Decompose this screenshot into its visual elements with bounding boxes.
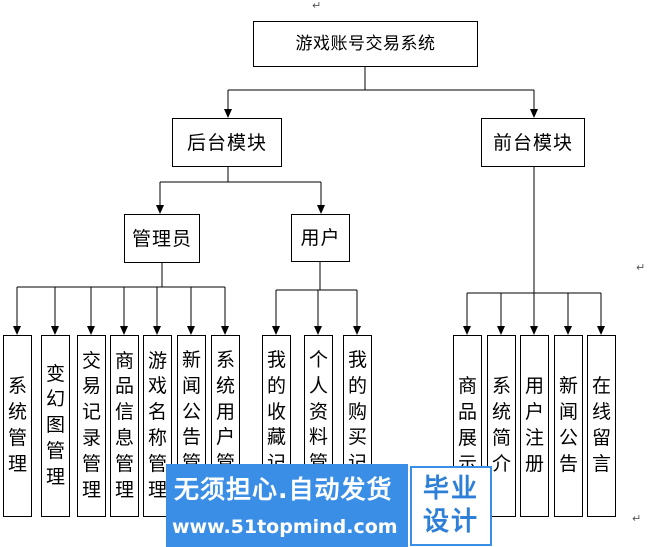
frontend-module-label: 前台模块 (492, 131, 573, 154)
admin-label: 管理员 (131, 227, 192, 250)
arrowhead-icon (530, 109, 538, 118)
paragraph-mark-icon: ↵ (636, 261, 646, 274)
backend-module-node: 后台模块 (172, 118, 282, 167)
arrowhead-icon (187, 326, 195, 335)
admin-node: 管理员 (124, 214, 200, 263)
frontend-module-node: 前台模块 (481, 118, 585, 167)
arrowhead-icon (13, 326, 21, 335)
watermark-badge: 毕业 设计 (410, 466, 492, 546)
arrowhead-icon (497, 326, 505, 335)
leaf-system-management: 系统管理 (3, 335, 32, 517)
leaf-label: 变幻图管理 (45, 362, 65, 488)
paragraph-mark-icon: ↵ (632, 512, 642, 525)
leaf-transaction-records: 交易记录管理 (77, 335, 106, 517)
leaf-user-registration: 用户注册 (520, 335, 549, 517)
leaf-label: 我的收藏记 (266, 349, 286, 474)
leaf-label: 新闻公告管 (181, 349, 201, 474)
leaf-label: 游戏名称管理 (147, 349, 167, 501)
leaf-label: 系统简介 (491, 375, 511, 475)
leaf-online-message: 在线留言 (587, 335, 616, 517)
leaf-label: 商品信息管理 (114, 349, 134, 501)
leaf-label: 交易记录管理 (81, 349, 101, 501)
root-label: 游戏账号交易系统 (295, 34, 436, 54)
leaf-product-info: 商品信息管理 (110, 335, 139, 517)
leaf-label: 在线留言 (591, 375, 611, 475)
arrowhead-icon (564, 326, 572, 335)
watermark-url: www.51topmind.com (172, 516, 398, 538)
arrowhead-icon (272, 326, 280, 335)
leaf-label: 新闻公告 (558, 375, 578, 475)
arrowhead-icon (463, 326, 471, 335)
user-label: 用户 (300, 227, 341, 249)
arrowhead-icon (530, 326, 538, 335)
watermark-slogan: 无须担心.自动发货 (174, 475, 393, 504)
backend-module-label: 后台模块 (186, 131, 267, 154)
arrowhead-icon (353, 326, 361, 335)
root-node: 游戏账号交易系统 (253, 21, 478, 67)
paragraph-mark-icon: ↵ (312, 0, 322, 12)
arrowhead-icon (224, 109, 232, 118)
user-node: 用户 (291, 214, 350, 262)
leaf-front-news: 新闻公告 (554, 335, 583, 517)
arrowhead-icon (221, 326, 229, 335)
leaf-label: 我的购买记 (347, 349, 367, 474)
leaf-label: 系统管理 (7, 375, 27, 475)
watermark-badge-line: 设计 (422, 507, 479, 537)
arrowhead-icon (156, 205, 164, 214)
arrowhead-icon (153, 326, 161, 335)
leaf-label: 商品展示 (457, 375, 477, 475)
arrowhead-icon (51, 326, 59, 335)
arrowhead-icon (317, 205, 325, 214)
watermark-badge-line: 毕业 (422, 474, 479, 504)
leaf-label: 用户注册 (524, 375, 544, 475)
arrowhead-icon (120, 326, 128, 335)
watermark-banner: 无须担心.自动发货 www.51topmind.com (166, 464, 408, 547)
leaf-label: 系统用户管 (215, 349, 235, 474)
arrowhead-icon (597, 326, 605, 335)
arrowhead-icon (87, 326, 95, 335)
leaf-label: 个人资料管 (308, 349, 328, 474)
arrowhead-icon (314, 326, 322, 335)
leaf-carousel-management: 变幻图管理 (41, 335, 70, 517)
